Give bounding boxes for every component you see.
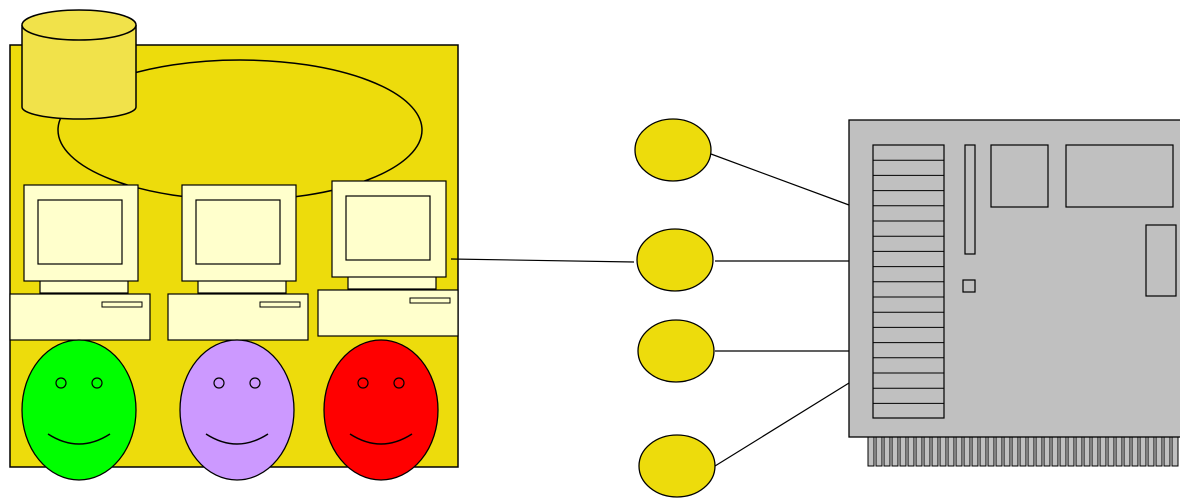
desktop-case xyxy=(167,293,309,341)
board-pin xyxy=(1131,436,1139,467)
board-pin xyxy=(899,436,907,467)
disk-drive-slot xyxy=(409,297,451,304)
board-pin xyxy=(1163,436,1171,467)
workstations-group xyxy=(9,180,459,341)
board-pin xyxy=(1051,436,1059,467)
board-pin xyxy=(1003,436,1011,467)
board-pin xyxy=(883,436,891,467)
board-pin xyxy=(1027,436,1035,467)
board-pin xyxy=(1075,436,1083,467)
board-pin xyxy=(987,436,995,467)
right-eye xyxy=(249,377,261,389)
board-chip xyxy=(990,144,1049,208)
workstation-3-icon xyxy=(317,180,459,337)
face xyxy=(179,339,295,481)
board-pin xyxy=(923,436,931,467)
board-pins xyxy=(867,436,1179,467)
monitor-screen xyxy=(37,199,123,265)
left-eye xyxy=(213,377,225,389)
board-pin xyxy=(979,436,987,467)
connector-node-1-icon xyxy=(634,118,712,182)
desktop-case xyxy=(9,293,151,341)
connector-1-line xyxy=(710,153,850,206)
board-pin xyxy=(995,436,1003,467)
board-pin xyxy=(1139,436,1147,467)
disk-drive-slot xyxy=(101,301,143,308)
connector-node-4-icon xyxy=(638,434,716,498)
board-pin xyxy=(955,436,963,467)
database-cylinder-icon xyxy=(21,9,137,120)
memory-slots xyxy=(872,144,945,419)
right-eye xyxy=(393,377,405,389)
board-pin xyxy=(907,436,915,467)
board-pin xyxy=(1035,436,1043,467)
disk-drive-slot xyxy=(259,301,301,308)
board-pin xyxy=(947,436,955,467)
desktop-case xyxy=(317,289,459,337)
board-pin xyxy=(971,436,979,467)
board-pin xyxy=(1107,436,1115,467)
board-pin xyxy=(939,436,947,467)
left-eye xyxy=(55,377,67,389)
board-pin xyxy=(1155,436,1163,467)
board-pin xyxy=(891,436,899,467)
board-pin xyxy=(1067,436,1075,467)
board-pin xyxy=(867,436,875,467)
users-group xyxy=(21,339,439,481)
board-pin xyxy=(915,436,923,467)
circuit-board-icon xyxy=(848,119,1180,467)
board-controller xyxy=(1145,224,1177,297)
left-eye xyxy=(357,377,369,389)
board-pin xyxy=(1019,436,1027,467)
connector-node-2-icon xyxy=(636,228,714,292)
board-pin xyxy=(1115,436,1123,467)
board-pin xyxy=(1171,436,1179,467)
board-pin xyxy=(1123,436,1131,467)
board-pin xyxy=(1011,436,1019,467)
workstation-1-icon xyxy=(9,184,151,341)
face xyxy=(21,339,137,481)
board-pin xyxy=(1091,436,1099,467)
user-2-smiley-face-icon xyxy=(179,339,295,481)
connector-4-line xyxy=(714,382,850,467)
board-pin xyxy=(1083,436,1091,467)
connector-node-3-icon xyxy=(637,319,715,383)
smile xyxy=(349,433,413,445)
connectors-group xyxy=(634,118,850,498)
user-3-smiley-face-icon xyxy=(323,339,439,481)
smile xyxy=(205,433,269,445)
smile xyxy=(47,433,111,445)
monitor-screen xyxy=(345,195,431,261)
board-pin xyxy=(931,436,939,467)
workstation-2-icon xyxy=(167,184,309,341)
board-pin xyxy=(1059,436,1067,467)
board-pin xyxy=(1147,436,1155,467)
board-pin xyxy=(1099,436,1107,467)
workstation-link-line xyxy=(450,258,635,263)
board-processor xyxy=(1065,144,1174,208)
board-pin xyxy=(875,436,883,467)
face xyxy=(323,339,439,481)
board-pin xyxy=(1043,436,1051,467)
monitor-screen xyxy=(195,199,281,265)
board-pin xyxy=(963,436,971,467)
user-1-smiley-face-icon xyxy=(21,339,137,481)
board-jumper xyxy=(962,279,976,293)
right-eye xyxy=(91,377,103,389)
board-slot xyxy=(964,144,976,255)
